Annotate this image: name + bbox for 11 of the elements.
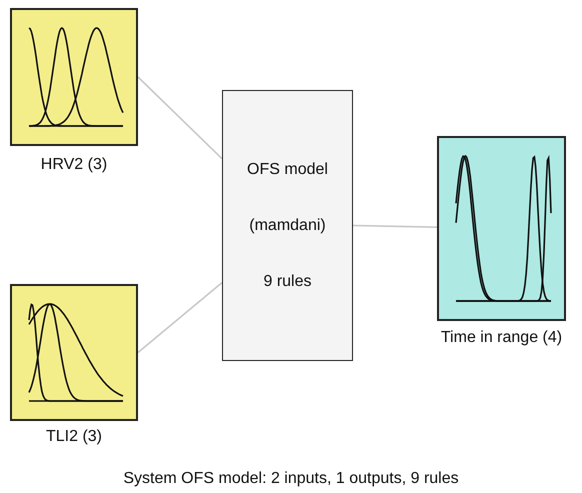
system-text: (mamdani) bbox=[249, 216, 326, 234]
caption: System OFS model: 2 inputs, 1 outputs, 9 rules bbox=[122, 470, 460, 488]
system-text: 9 rules bbox=[263, 272, 312, 290]
system-text: OFS model bbox=[247, 160, 328, 178]
variable-label: Time in range (4) bbox=[440, 329, 564, 347]
connector-line bbox=[137, 282, 223, 354]
connector-line bbox=[137, 76, 223, 160]
variable-label: TLI2 (3) bbox=[44, 428, 103, 446]
connector-line bbox=[352, 224, 438, 228]
system-box bbox=[222, 90, 353, 361]
variable-label: HRV2 (3) bbox=[40, 156, 108, 174]
